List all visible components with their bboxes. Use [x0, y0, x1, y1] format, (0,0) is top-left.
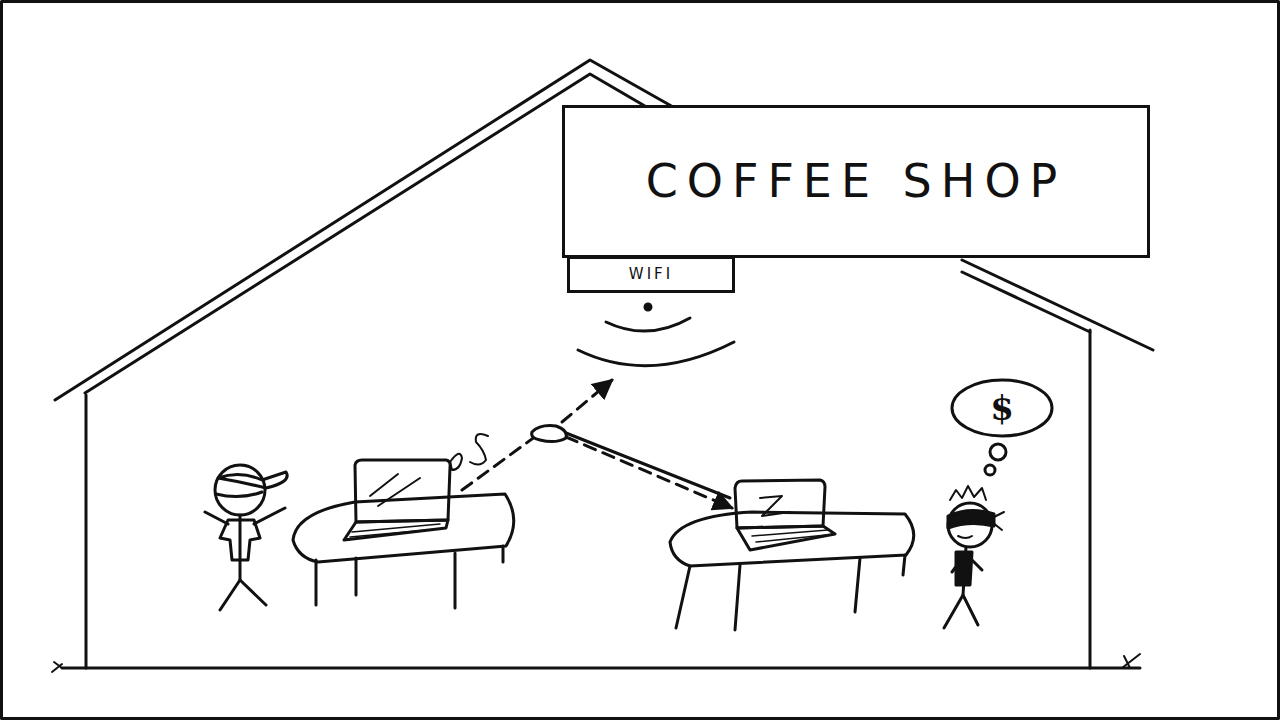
table-left: [293, 494, 514, 608]
hacker-figure: [944, 486, 1004, 628]
wifi-router-box: WIFI: [567, 256, 735, 293]
laptop-left: [344, 460, 450, 540]
signal-squiggle: [450, 434, 488, 470]
thought-bubble: [952, 380, 1052, 475]
money-symbol: $: [990, 388, 1014, 428]
node-text: WIFI: [629, 266, 673, 283]
user-figure: [205, 465, 287, 610]
table-right: [670, 512, 914, 630]
laptop-right: [735, 480, 835, 550]
wifi-signal: [578, 304, 734, 366]
node-text: COFFEE SHOP: [646, 156, 1067, 207]
shop-sign: COFFEE SHOP: [562, 105, 1150, 258]
roof: [55, 60, 1153, 400]
walls: [52, 330, 1140, 672]
interception-arrows: [462, 380, 732, 508]
